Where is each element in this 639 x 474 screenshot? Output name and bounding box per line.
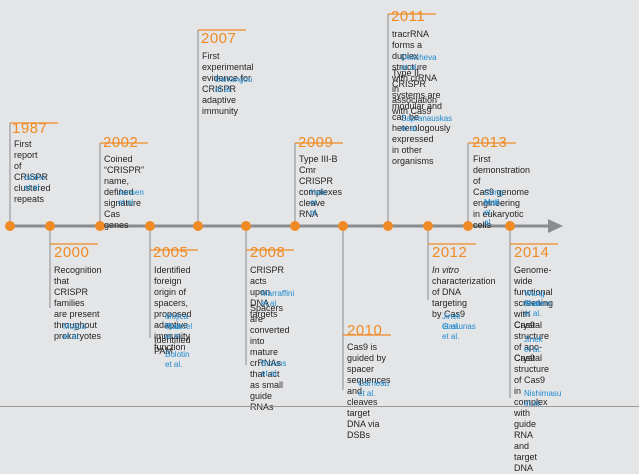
citation-secondary[interactable]: Jinek et al. <box>524 335 543 354</box>
citation[interactable]: Deltcheva et al. <box>401 53 437 72</box>
bottom-divider <box>0 406 639 407</box>
event-text: First experimental evidence for CRISPR a… <box>202 51 254 116</box>
year-label: 2014 <box>514 244 550 261</box>
year-label: 2005 <box>153 244 189 261</box>
citation[interactable]: Mojica et al. <box>165 312 189 331</box>
citation[interactable]: Mali et al. <box>484 198 499 227</box>
citation[interactable]: Hale et al. <box>310 188 327 217</box>
event-text-secondary: Identified PAM <box>154 335 191 356</box>
year-label: 1987 <box>12 120 48 137</box>
year-label: 2011 <box>391 8 426 25</box>
dot-2000 <box>45 221 55 231</box>
citation[interactable]: Barrangou et al. <box>215 75 253 94</box>
event-text-secondary: Crystal structure of apo-Cas9 <box>514 320 550 363</box>
dot-2005 <box>145 221 155 231</box>
dot-2013 <box>463 221 473 231</box>
event-text: Recognition that CRISPR families are pre… <box>54 265 102 341</box>
year-label: 2000 <box>54 244 90 261</box>
citation[interactable]: Jansen et al. <box>118 188 144 207</box>
citation[interactable]: Shalem et al. <box>524 299 552 318</box>
citation-secondary[interactable]: Brouns et al. <box>261 359 287 378</box>
dot-2010 <box>338 221 348 231</box>
crispr-timeline: 1987 First report of CRISPR clustered re… <box>0 8 639 473</box>
timeline-graphics <box>5 13 563 398</box>
dot-2009 <box>290 221 300 231</box>
dot-2014 <box>505 221 515 231</box>
year-label: 2013 <box>472 134 508 151</box>
event-text: Coined “CRISPR” name, defined signature … <box>104 154 144 230</box>
year-label: 2008 <box>250 244 286 261</box>
dot-2012 <box>423 221 433 231</box>
event-text: tracrRNA forms a duplex structure with c… <box>392 29 438 116</box>
citation-secondary[interactable]: Sapranauskas et al. <box>401 114 453 133</box>
event-text-tertiary: Crystal structure of Cas9 in complex wit… <box>514 353 550 473</box>
year-label: 2002 <box>103 134 139 151</box>
citation[interactable]: Garneau et al. <box>358 379 390 398</box>
event-text: Identified foreign origin of spacers, pr… <box>154 265 192 352</box>
citation[interactable]: Pourcel et al. <box>165 322 193 341</box>
citation-tertiary[interactable]: Nishimasu et al. <box>524 389 562 408</box>
event-text: CRISPR acts upon DNA targets <box>250 265 285 319</box>
dot-2008 <box>241 221 251 231</box>
event-text: Type III-B Cmr CRISPR complexes cleave R… <box>299 154 343 219</box>
dot-1987 <box>5 221 15 231</box>
dot-2002 <box>95 221 105 231</box>
citation[interactable]: Wang et al. <box>524 289 545 308</box>
citation-secondary[interactable]: Bolotin et al. <box>165 350 190 369</box>
citation[interactable]: Cong et al. <box>484 188 504 207</box>
dot-2011 <box>383 221 393 231</box>
event-text: First report of CRISPR clustered repeats <box>14 139 51 204</box>
event-text: In vitro characterization of DNA targeti… <box>432 265 496 319</box>
citation[interactable]: Marraffini et al. <box>261 289 295 308</box>
event-text-secondary: Type II CRISPR systems are modular and c… <box>392 68 451 166</box>
citation[interactable]: Gasiunas et al. <box>442 322 476 341</box>
year-label: 2007 <box>201 30 237 47</box>
event-text: First demonstration of Cas9 genome engin… <box>473 154 531 230</box>
event-text-secondary: Spacers are converted into mature crRNAs… <box>250 303 290 412</box>
year-label: 2010 <box>347 322 383 339</box>
year-label: 2009 <box>298 134 334 151</box>
year-label: 2012 <box>432 244 468 261</box>
citation[interactable]: Jinek et al. <box>442 312 461 331</box>
citation[interactable]: Ishino et al. <box>24 173 46 192</box>
citation[interactable]: Mojica et al. <box>63 322 87 341</box>
event-text: Genome-wide functional screening with Ca… <box>514 265 554 330</box>
timeline-arrowhead <box>548 219 563 233</box>
dot-2007 <box>193 221 203 231</box>
